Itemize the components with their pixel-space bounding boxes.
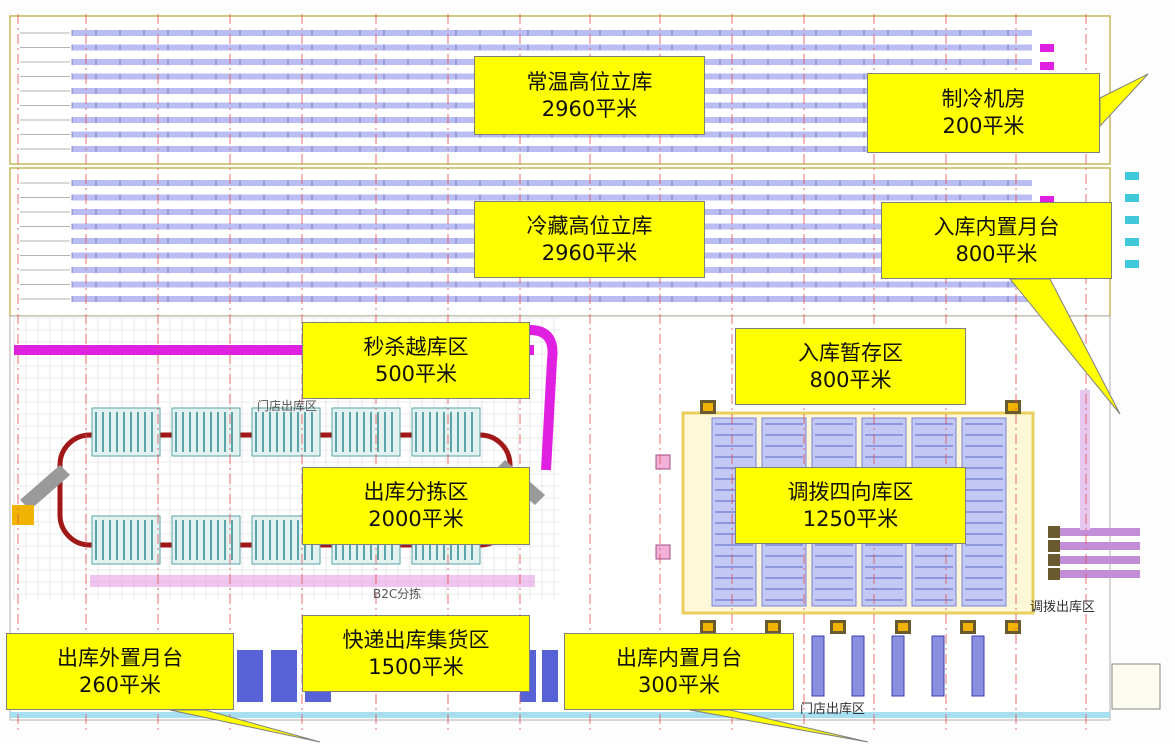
lane-head	[1048, 568, 1060, 580]
outbound-conveyor	[891, 635, 905, 697]
zone-area: 800平米	[809, 367, 892, 392]
callout-pointers	[169, 73, 1149, 743]
lane-head	[1048, 554, 1060, 566]
lift-core	[768, 623, 778, 631]
zone-area: 800平米	[955, 241, 1038, 266]
lift-core	[898, 623, 908, 631]
outbound-conveyor	[851, 635, 865, 697]
zone-label-refrigeration-room: 制冷机房 200平米	[867, 73, 1100, 153]
cyan-equipment	[1125, 216, 1139, 224]
outbound-conveyor	[971, 635, 985, 697]
chute	[20, 465, 70, 510]
zone-area: 2960平米	[541, 240, 638, 265]
transfer-lane	[1060, 528, 1140, 536]
outbound-conveyor	[811, 635, 825, 697]
plan-text-transfer-outbound: 调拨出库区	[1030, 600, 1096, 615]
zone-area: 1250平米	[802, 506, 899, 531]
rack-conveyor-end	[1040, 62, 1054, 70]
office-box	[1111, 663, 1161, 710]
zone-name: 入库暂存区	[798, 340, 903, 365]
zone-label-outbound-sorting: 出库分拣区 2000平米	[302, 467, 530, 545]
lift-core	[1008, 623, 1018, 631]
zone-area: 200平米	[942, 114, 1025, 138]
transfer-lane	[1060, 556, 1140, 564]
rack-conveyor-end	[1040, 44, 1054, 52]
station-marker	[655, 544, 671, 560]
transfer-lane	[1060, 542, 1140, 550]
lift-core	[833, 623, 843, 631]
pointer-inbound-inner-dock	[1008, 278, 1121, 415]
dock-edge-strip	[10, 712, 1110, 718]
station-marker	[655, 454, 671, 470]
pointer-outbound-outer-dock	[169, 709, 321, 743]
cyan-equipment	[1125, 172, 1139, 180]
cage-block	[237, 650, 263, 702]
zone-area: 260平米	[78, 672, 162, 697]
conveyor-curve	[529, 325, 558, 471]
inbound-conveyor	[1080, 390, 1090, 530]
rack-conveyor-end	[1040, 196, 1054, 204]
cage-block	[271, 650, 297, 702]
plan-text-store-outbound-top: 门店出库区	[257, 399, 318, 413]
zone-area: 2000平米	[368, 507, 464, 531]
zone-label-express-consolidation: 快递出库集货区 1500平米	[302, 615, 530, 692]
zone-label-transfer-four-way: 调拨四向库区 1250平米	[735, 467, 966, 544]
cyan-equipment	[1125, 260, 1139, 268]
zone-area: 500平米	[374, 361, 458, 386]
zone-label-ambient-high-bay: 常温高位立库 2960平米	[474, 56, 705, 135]
zone-name: 出库内置月台	[616, 645, 742, 670]
zone-name: 出库分拣区	[363, 480, 469, 504]
lane-head	[1048, 526, 1060, 538]
zone-name: 制冷机房	[941, 87, 1026, 111]
zone-label-outbound-outer-dock: 出库外置月台 260平米	[6, 633, 234, 710]
cage-block	[542, 650, 558, 702]
zone-name: 秒杀越库区	[363, 334, 469, 359]
cyan-equipment	[1125, 194, 1139, 202]
pointer-refrigeration-room	[1099, 73, 1149, 128]
zone-label-inbound-staging: 入库暂存区 800平米	[735, 328, 966, 405]
plan-text-b2c-sorting: B2C分拣	[373, 587, 422, 601]
flash-sale-conveyor	[14, 345, 534, 355]
zone-area: 2960平米	[541, 96, 638, 121]
zone-label-flash-sale-crossdock: 秒杀越库区 500平米	[302, 322, 530, 399]
zone-label-outbound-inner-dock: 出库内置月台 300平米	[564, 633, 794, 710]
lift-core	[1008, 403, 1018, 411]
zone-name: 快递出库集货区	[342, 627, 490, 652]
zone-label-inbound-inner-dock: 入库内置月台 800平米	[881, 202, 1112, 279]
outbound-conveyor	[931, 635, 945, 697]
zone-area: 300平米	[637, 672, 721, 697]
zone-name: 冷藏高位立库	[526, 213, 653, 238]
zone-name: 入库内置月台	[933, 214, 1060, 239]
b2c-strip	[90, 575, 535, 587]
lift-core	[703, 403, 713, 411]
lane-head	[1048, 540, 1060, 552]
lift-core	[703, 623, 713, 631]
zone-label-cold-high-bay: 冷藏高位立库 2960平米	[474, 201, 705, 278]
dock-marker	[12, 505, 34, 525]
zone-name: 出库外置月台	[57, 645, 183, 670]
pointer-outbound-inner-dock	[689, 709, 869, 743]
zone-name: 调拨四向库区	[787, 479, 914, 504]
zone-name: 常温高位立库	[526, 69, 653, 94]
plan-text-store-outbound-bottom: 门店出库区	[800, 702, 866, 717]
cyan-equipment	[1125, 238, 1139, 246]
lift-core	[963, 623, 973, 631]
transfer-lane	[1060, 570, 1140, 578]
zone-area: 1500平米	[368, 654, 464, 679]
